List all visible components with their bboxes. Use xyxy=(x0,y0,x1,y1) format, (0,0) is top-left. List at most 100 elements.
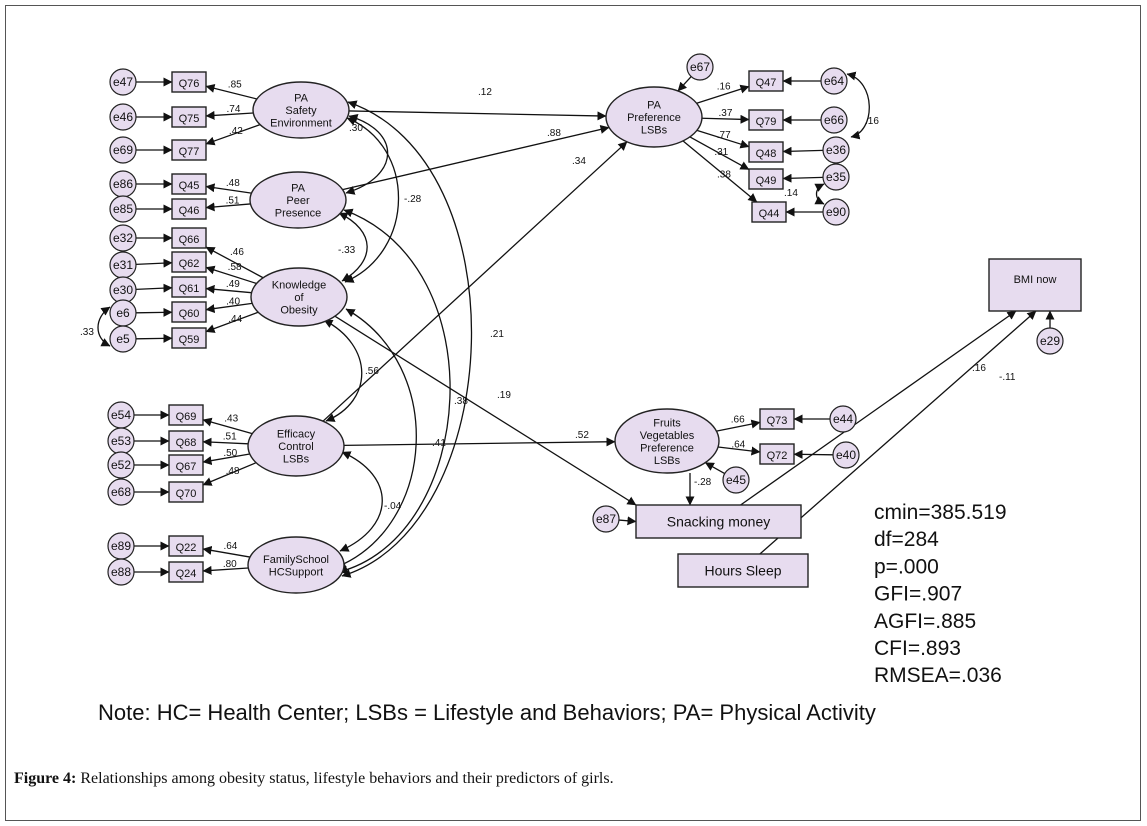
loading-value: .37 xyxy=(719,108,733,119)
error-term-e88 xyxy=(107,558,135,586)
covariance-value: .14 xyxy=(784,188,798,199)
indicator-label: Q76 xyxy=(179,78,200,90)
latent-pa-peer-presence xyxy=(249,171,347,229)
error-label: e66 xyxy=(824,113,844,127)
loading-arrow xyxy=(717,446,761,456)
error-label: e88 xyxy=(111,565,131,579)
covariance-value: .21 xyxy=(490,329,504,340)
indicator-label: Q22 xyxy=(176,542,197,554)
indicator-q22 xyxy=(168,535,204,557)
path-coefficient: .16 xyxy=(972,363,986,374)
error-term-e87 xyxy=(592,505,620,533)
loading-value: .80 xyxy=(223,559,237,570)
indicator-q60 xyxy=(171,301,207,323)
latent-label: Preference xyxy=(640,442,694,454)
covariance-pap-fs xyxy=(338,208,451,575)
indicator-q72 xyxy=(759,443,795,465)
covariance-value: .33 xyxy=(80,327,94,338)
abbreviation-note: Note: HC= Health Center; LSBs = Lifestyl… xyxy=(98,700,876,725)
indicator-q69 xyxy=(168,404,204,426)
indicator-label: Q62 xyxy=(179,258,200,270)
loading-arrow xyxy=(701,114,750,124)
latent-label: Presence xyxy=(275,208,321,220)
indicator-label: Q72 xyxy=(767,450,788,462)
latent-label: Obesity xyxy=(280,305,318,317)
latent-label: of xyxy=(294,292,304,304)
indicator-label: Q67 xyxy=(176,461,197,473)
disturbance-arrow xyxy=(677,76,692,92)
error-label: e67 xyxy=(690,60,710,74)
latent-label: Control xyxy=(278,441,313,453)
error-label: e29 xyxy=(1040,334,1060,348)
error-label: e46 xyxy=(113,110,133,124)
error-label: e44 xyxy=(833,412,853,426)
error-label: e54 xyxy=(111,408,131,422)
path-coefficient: -.11 xyxy=(999,372,1016,383)
loading-arrow xyxy=(205,202,251,212)
error-term-e66 xyxy=(820,106,848,134)
error-covariance-e6-e5 xyxy=(97,306,111,347)
latent-label: LSBs xyxy=(654,455,681,467)
loading-value: .48 xyxy=(226,178,240,189)
indicator-q44 xyxy=(751,201,787,223)
error-label: e30 xyxy=(113,283,133,297)
error-label: e52 xyxy=(111,458,131,472)
indicator-label: Q66 xyxy=(179,234,200,246)
indicator-label: Q69 xyxy=(176,411,197,423)
error-term-e46 xyxy=(109,103,137,131)
fit-statistic-cmin: cmin=385.519 xyxy=(874,501,1007,524)
error-term-e44 xyxy=(829,405,857,433)
indicator-q79 xyxy=(748,109,784,131)
indicator-label: Q46 xyxy=(179,205,200,217)
error-label: e31 xyxy=(113,258,133,272)
indicator-label: Q68 xyxy=(176,437,197,449)
covariance-value: .56 xyxy=(365,366,379,377)
error-term-e67 xyxy=(686,53,714,81)
loading-arrow xyxy=(205,265,257,285)
loading-arrow xyxy=(205,124,261,146)
error-covariance-e64-e36 xyxy=(846,71,870,140)
covariance-ec-fs xyxy=(339,451,383,552)
indicator-q47 xyxy=(748,70,784,92)
path-sm-to-bmi xyxy=(740,310,1017,506)
error-term-e90 xyxy=(822,198,850,226)
error-term-e36 xyxy=(822,136,850,164)
loading-value: .66 xyxy=(731,414,745,425)
latent-label: Fruits xyxy=(653,417,681,429)
loading-arrow xyxy=(716,419,761,432)
error-arrow xyxy=(135,283,173,293)
latent-fruits-vegetables-preference-lsbs xyxy=(614,408,720,474)
indicator-label: Q61 xyxy=(179,283,200,295)
path-ec-to-fvp xyxy=(343,437,616,447)
covariance-value: -.28 xyxy=(404,194,422,205)
loading-arrow xyxy=(205,284,252,294)
indicator-q70 xyxy=(168,481,204,503)
disturbance-arrow xyxy=(618,516,637,526)
latent-label: FamilySchool xyxy=(263,554,329,566)
latent-knowledge-of-obesity xyxy=(250,267,348,327)
error-label: e89 xyxy=(111,539,131,553)
indicator-label: Q49 xyxy=(756,175,777,187)
latent-label: HCSupport xyxy=(269,566,323,578)
covariance-value: .38 xyxy=(454,396,468,407)
loading-value: .51 xyxy=(223,431,237,442)
fit-statistic-cfi: CFI=.893 xyxy=(874,637,961,660)
indicator-label: Q79 xyxy=(756,116,777,128)
error-label: e36 xyxy=(826,143,846,157)
path-pas-to-papl xyxy=(348,110,607,121)
path-coefficient: .88 xyxy=(547,128,561,139)
indicator-label: Q59 xyxy=(179,334,200,346)
loading-arrow xyxy=(696,129,750,149)
error-term-e5 xyxy=(109,325,137,353)
error-label: e64 xyxy=(824,74,844,88)
latent-pa-safety-environment xyxy=(252,81,350,139)
error-term-e64 xyxy=(820,67,848,95)
covariance-pas-ko xyxy=(344,117,400,283)
observed-label: Snacking money xyxy=(667,514,771,530)
indicator-q48 xyxy=(748,141,784,163)
latent-label: LSBs xyxy=(283,454,310,466)
figure-caption: Figure 4: Relationships among obesity st… xyxy=(14,770,614,788)
error-label: e86 xyxy=(113,177,133,191)
error-label: e90 xyxy=(826,205,846,219)
indicator-label: Q45 xyxy=(179,180,200,192)
